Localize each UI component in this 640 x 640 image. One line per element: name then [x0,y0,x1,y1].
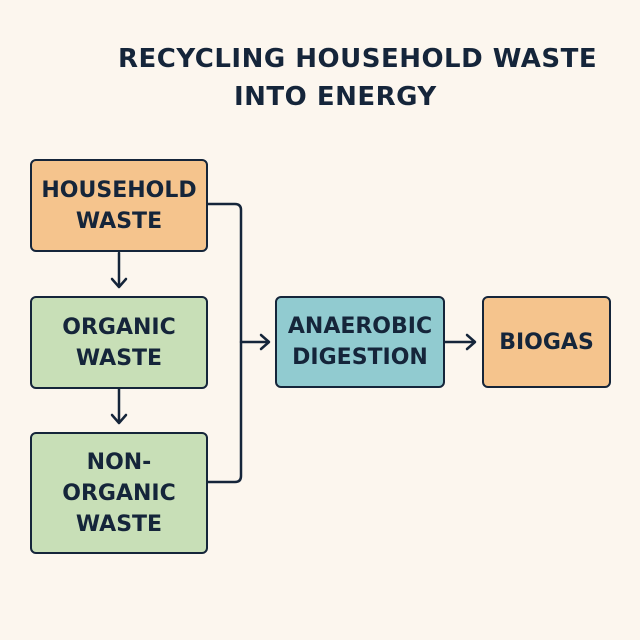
arrowhead-household-to-organic [110,277,128,289]
arrowhead-to-anaerobic [259,333,271,351]
arrowhead-organic-to-non-organic [110,413,128,425]
title-line-1: RECYCLING HOUSEHOLD WASTE [118,44,598,74]
node-non-organic-waste-label: NON- ORGANIC WASTE [62,449,176,537]
node-household-waste: HOUSEHOLD WASTE [30,159,208,252]
arrowhead-anaerobic-to-biogas [465,333,477,351]
node-household-waste-label: HOUSEHOLD WASTE [41,177,197,234]
node-organic-waste: ORGANIC WASTE [30,296,208,389]
node-anaerobic-digestion: ANAEROBIC DIGESTION [275,296,445,388]
node-biogas-label: BIOGAS [499,329,594,355]
bracket-connector [206,202,243,484]
node-organic-waste-label: ORGANIC WASTE [62,314,176,371]
title-line-2: INTO ENERGY [234,82,437,112]
node-non-organic-waste: NON- ORGANIC WASTE [30,432,208,554]
node-anaerobic-digestion-label: ANAEROBIC DIGESTION [287,314,433,370]
node-biogas: BIOGAS [482,296,611,388]
